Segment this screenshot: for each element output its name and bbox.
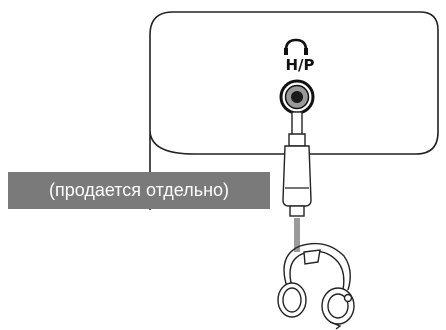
- hp-port-label: H/P: [270, 56, 330, 74]
- headphone-jack-port: [281, 81, 313, 113]
- headphones-illustration: [278, 244, 354, 329]
- sold-separately-text: (продается отдельно): [8, 172, 270, 209]
- sold-separately-banner: (продается отдельно): [8, 172, 270, 209]
